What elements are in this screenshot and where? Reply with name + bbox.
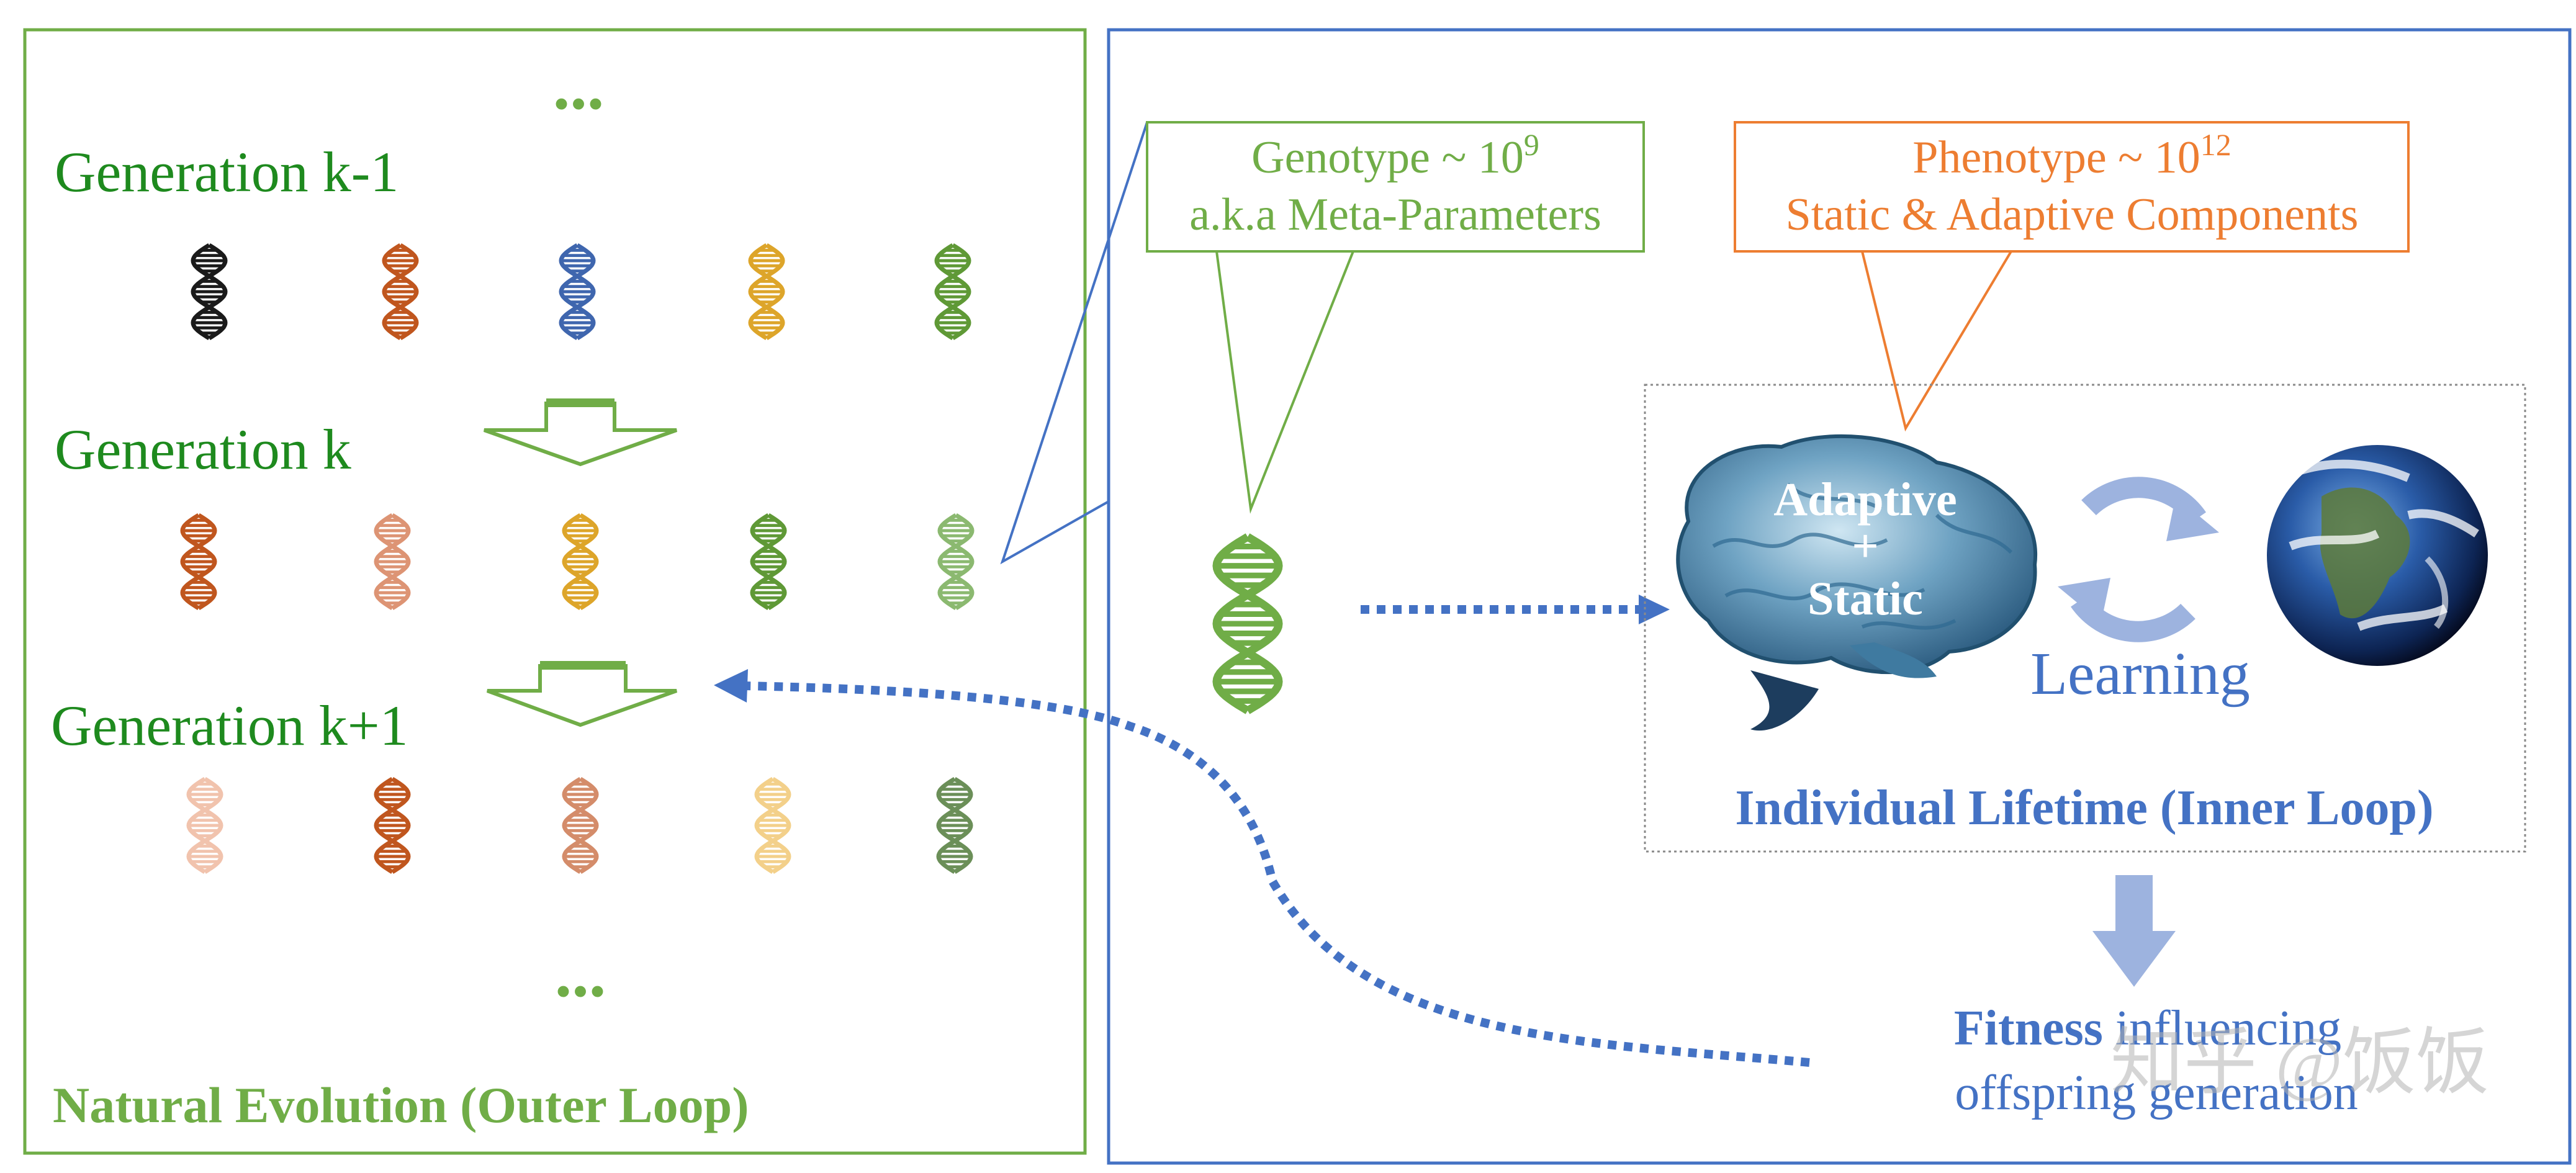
genotype-callout-box <box>1146 121 1645 253</box>
dna-icon <box>191 243 228 340</box>
phenotype-callout-pointer <box>1861 250 2012 432</box>
individual-panel: Genotype ~ 109 a.k.a Meta-Parameters Phe… <box>714 28 2572 1165</box>
dna-icon <box>559 243 596 340</box>
dna-icon <box>186 777 223 874</box>
outer-loop-frame <box>23 28 1087 1155</box>
phenotype-sublabel: Static & Adaptive Components <box>1786 189 2359 240</box>
dna-strand <box>1212 533 1283 714</box>
down-arrow-2-bar <box>540 661 626 670</box>
down-arrow-1 <box>483 402 678 467</box>
dna-icon <box>562 513 599 610</box>
dna-icon <box>937 513 975 610</box>
fitness-text-line2: offspring generation <box>1955 1066 2358 1120</box>
brain-label-adaptive: Adaptive <box>1773 474 1957 526</box>
feedback-arrow-head <box>714 669 748 703</box>
earth-icon <box>2267 445 2488 666</box>
dna-icon <box>382 243 419 340</box>
phenotype-label: Phenotype ~ 1012 <box>1912 127 2231 183</box>
generation-label-k: Generation k <box>55 418 351 481</box>
dna-icon <box>754 777 791 874</box>
genotype-callout-pointer <box>1215 251 1354 514</box>
dna-icon <box>934 243 971 340</box>
phenotype-callout-box <box>1734 121 2410 253</box>
zoom-callout <box>1000 122 1148 565</box>
genotype-label: Genotype ~ 109 <box>1251 127 1539 183</box>
down-arrow-1-bar <box>546 398 615 407</box>
bottom-ellipsis: ... <box>555 935 606 1011</box>
dna-icon <box>936 777 973 874</box>
dna-icon <box>374 513 411 610</box>
top-ellipsis: ... <box>553 48 605 124</box>
generation-label-k-plus-1: Generation k+1 <box>51 694 408 757</box>
inner-loop-frame <box>1644 384 2526 853</box>
brain-label-static: Static <box>1808 573 1923 625</box>
learning-label: Learning <box>2030 640 2250 708</box>
dna-icon <box>562 777 599 874</box>
dna-icon <box>750 513 787 610</box>
learning-cycle-icon <box>2058 477 2219 642</box>
brain-icon <box>1676 434 2038 731</box>
dna-icon <box>180 513 217 610</box>
brain-label-plus: + <box>1852 520 1878 572</box>
genotype-dna-icon <box>1212 533 1283 714</box>
outer-loop-panel: ... ... Generation k-1 Generation k Gene… <box>23 28 1087 1155</box>
fitness-text-line1: Fitness influencing <box>1954 1001 2341 1056</box>
fitness-down-arrow <box>2092 875 2176 987</box>
inner-loop-title: Individual Lifetime (Inner Loop) <box>1735 781 2433 835</box>
outer-loop-title: Natural Evolution (Outer Loop) <box>53 1077 749 1133</box>
dna-icon <box>374 777 411 874</box>
generation-label-k-minus-1: Generation k-1 <box>55 140 399 204</box>
dna-icon <box>748 243 785 340</box>
dotted-arrow-head <box>1639 595 1670 624</box>
down-arrow-2 <box>486 664 678 727</box>
dna-rows <box>180 243 975 874</box>
genotype-sublabel: a.k.a Meta-Parameters <box>1189 189 1601 240</box>
individual-frame <box>1107 28 2572 1165</box>
feedback-dotted-arrow <box>741 681 1810 1067</box>
watermark: 知乎 @饭饭 <box>2110 1022 2489 1103</box>
